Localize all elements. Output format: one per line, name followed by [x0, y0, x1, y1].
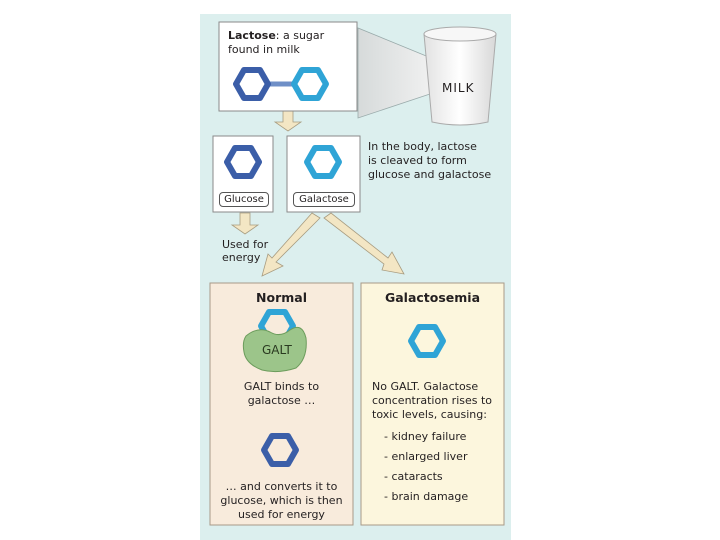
- galactosemia-desc-line3: toxic levels, causing:: [372, 408, 487, 421]
- effect-brain-damage: - brain damage: [384, 490, 469, 503]
- normal-converts-line2: glucose, which is then: [220, 494, 343, 507]
- arrow-to-normal: [261, 212, 321, 277]
- glucose-hexagon-icon: [224, 145, 262, 179]
- lactose-desc-line1: : a sugar: [275, 29, 325, 42]
- effect-cataracts: - cataracts: [384, 470, 443, 483]
- cleave-text-line3: glucose and galactose: [368, 168, 492, 181]
- milk-label: MILK: [442, 81, 475, 95]
- galt-label: GALT: [262, 343, 292, 357]
- lactose-box: [218, 21, 358, 112]
- cleave-text-line2: is cleaved to form: [368, 154, 467, 167]
- normal-binds-line2: galactose …: [247, 394, 316, 407]
- lactose-title: Lactose: [228, 29, 276, 42]
- lactose-desc-line2: found in milk: [228, 43, 300, 56]
- galactosemia-hexagon-icon: [408, 324, 446, 358]
- normal-converts-line1: … and converts it to: [225, 480, 338, 493]
- galactosemia-title: Galactosemia: [384, 290, 481, 305]
- energy-text-line2: energy: [222, 251, 261, 264]
- cleave-text-line1: In the body, lactose: [368, 140, 477, 153]
- milk-glass-icon: [423, 26, 497, 126]
- lactose-caption: Lactose: a sugar: [228, 29, 324, 42]
- glucose-label: Glucose: [219, 192, 269, 207]
- normal-converts-line3: used for energy: [238, 508, 325, 521]
- normal-binds-line1: GALT binds to: [243, 380, 320, 393]
- effect-enlarged-liver: - enlarged liver: [384, 450, 468, 463]
- galactosemia-box: [360, 282, 505, 526]
- normal-title: Normal: [256, 290, 307, 305]
- galactosemia-desc-line2: concentration rises to: [372, 394, 493, 407]
- galactose-hexagon-icon: [304, 145, 342, 179]
- galactose-label: Galactose: [293, 192, 355, 207]
- effect-kidney-failure: - kidney failure: [384, 430, 467, 443]
- arrow-to-galactosemia: [323, 212, 405, 275]
- normal-box: [209, 282, 354, 526]
- galactosemia-desc-line1: No GALT. Galactose: [372, 380, 479, 393]
- lactose-molecule-icon: [233, 67, 329, 101]
- energy-text-line1: Used for: [222, 238, 269, 251]
- galt-enzyme-icon: [242, 326, 307, 373]
- arrow-glucose-down: [230, 212, 260, 235]
- arrow-lactose-down: [273, 109, 303, 132]
- normal-glucose-hexagon-icon: [261, 433, 299, 467]
